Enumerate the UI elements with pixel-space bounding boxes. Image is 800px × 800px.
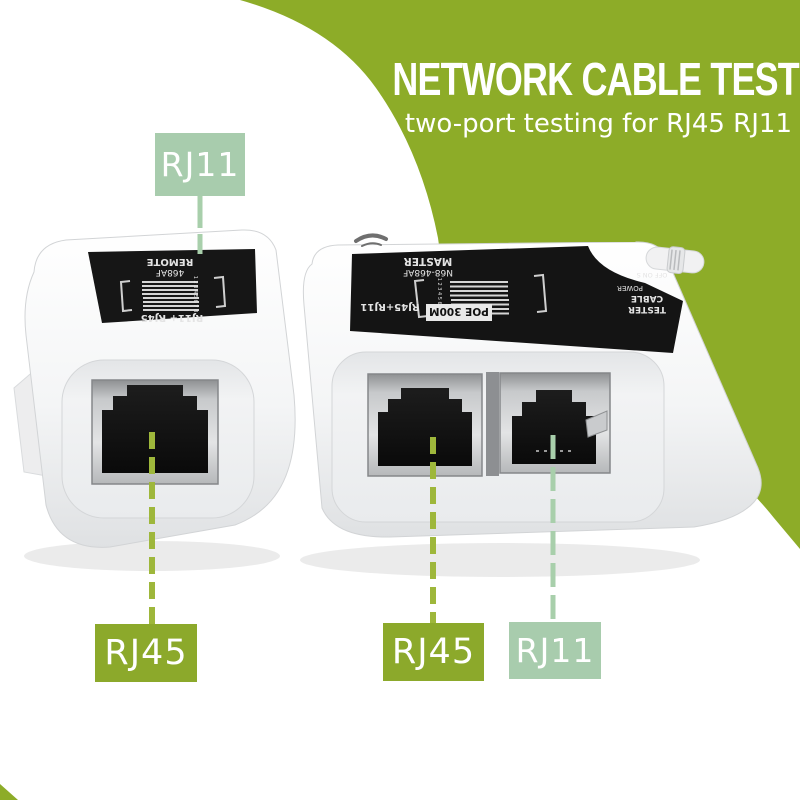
banner-subtitle: two-port testing for RJ45 RJ11 [404,109,792,139]
master-poe-text: POE 300M [429,305,489,317]
remote-led-bars [142,281,199,311]
master-shadow [300,543,700,577]
remote-led-scale [119,275,227,313]
banner-title: NETWORK CABLE TESTER [392,53,800,105]
label-top-rj11: RJ11 [155,133,245,196]
poe-badge [426,304,492,321]
green-corner-sliver [0,784,18,800]
rj11-clip [585,410,608,438]
remote-shadow [24,541,280,571]
remote-unit: REMOTE 468AF 1 2 3 4 5 6 7 8 RJ11+ RJ45 [13,229,296,548]
master-brand-line2: TESTER [628,304,666,314]
label-left-rj45: RJ45 [95,624,197,682]
brand-logo-mark [354,233,388,247]
remote-rj45-jack [102,385,208,473]
master-power-text: POWER [617,284,643,292]
label-mid-rj45: RJ45 [383,623,484,681]
master-name-line1: MASTER [404,255,453,267]
remote-led-numbers: 1 2 3 4 5 6 7 8 [192,276,198,313]
master-ports-text: RJ45+RJ11 [360,301,419,312]
remote-name-line2: 468AF [156,267,185,277]
master-unit: MASTER N68-468AF 1 2 3 4 5 6 7 8 RJ45+RJ… [302,233,762,538]
master-rj45-jack [378,388,472,466]
remote-ports-text: RJ11+ RJ45 [141,312,204,323]
master-led-numbers: 1 2 3 4 5 6 7 8 [436,278,442,315]
power-switch [645,246,705,274]
master-name-line2: N68-468AF [403,267,453,277]
master-switch-text: OFF ON S [637,271,668,279]
remote-name-line1: REMOTE [147,256,194,267]
master-rj11-jack [512,390,596,464]
master-led-scale [413,273,548,319]
port-divider [486,372,499,476]
label-right-rj11: RJ11 [509,622,601,679]
master-brand-line1: CABLE [631,293,663,303]
master-label-panel [350,246,683,353]
